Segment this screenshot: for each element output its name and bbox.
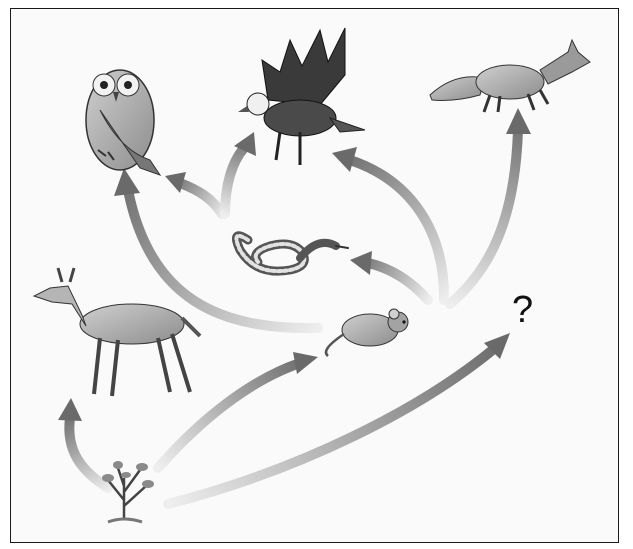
arrowhead-fox <box>506 108 531 134</box>
arrowhead-owl-from-mouse <box>114 168 140 196</box>
arrowhead-deer <box>58 398 82 421</box>
arrow-snake-to-eagle <box>220 143 249 219</box>
arrow-plant-to-unknown <box>163 343 500 509</box>
arrow-plant-to-mouse <box>153 358 305 473</box>
snake-icon <box>231 231 349 276</box>
arrow-mouse-to-fox <box>445 125 523 309</box>
eagle-icon <box>238 27 366 165</box>
arrowhead-unknown <box>484 333 510 359</box>
arrow-mouse-to-eagle <box>345 155 450 305</box>
arrow-mouse-to-snake <box>363 258 433 305</box>
unknown-organism-label: ? <box>512 289 534 331</box>
owl-icon <box>85 69 162 176</box>
arrowhead-eagle-from-mouse <box>332 147 357 172</box>
arrowhead-mouse <box>293 352 318 374</box>
arrow-mouse-to-owl <box>123 185 323 334</box>
arrowhead-snake <box>350 251 372 275</box>
arrow-plant-to-deer <box>64 413 113 493</box>
plant-icon <box>102 461 154 524</box>
arrow-snake-to-owl <box>175 178 227 219</box>
arrowhead-eagle-from-snake <box>234 132 256 156</box>
mouse-icon <box>324 308 409 357</box>
fox-icon <box>429 38 591 113</box>
deer-icon <box>32 267 202 397</box>
arrowhead-owl-from-snake <box>165 172 186 193</box>
